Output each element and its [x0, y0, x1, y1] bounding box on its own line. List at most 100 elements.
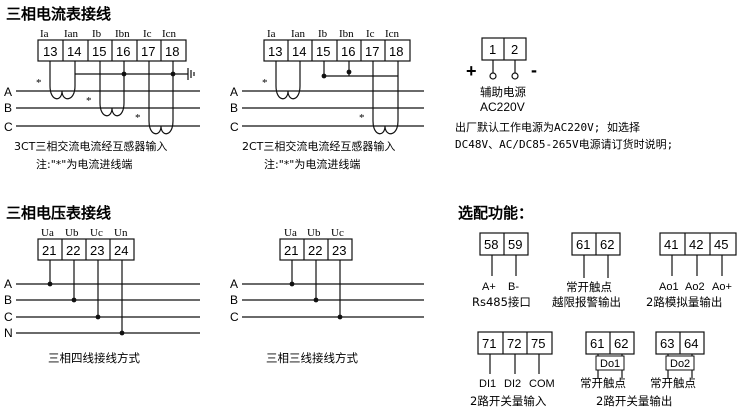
terminal-number: 22 [66, 243, 80, 258]
terminal-number: 2 [511, 42, 518, 57]
star-marker: * [262, 77, 268, 89]
terminal-number: 15 [92, 44, 106, 59]
signal-label: Ua [284, 227, 297, 239]
signal-label: Ian [291, 28, 306, 40]
signal-label: Ic [366, 28, 375, 40]
terminal-number: 1 [489, 42, 496, 57]
terminal-number: 16 [116, 44, 130, 59]
terminal-number: 17 [141, 44, 155, 59]
terminal-number: 45 [714, 237, 728, 252]
aux-power-label: 辅助电源 [480, 85, 526, 99]
terminal-number: 22 [308, 243, 322, 258]
caption-star-note: 注:"*"为电流进线端 [36, 157, 132, 171]
caption-three-wire: 三相三线接线方式 [266, 351, 358, 365]
signal-label: Ian [64, 28, 79, 40]
power-supply: 1 2 + - 辅助电源 AC220V 出厂默认工作电源为AC220V; 如选择… [455, 37, 673, 151]
terminal-number: 15 [316, 44, 330, 59]
pin-label: Ao2 [685, 281, 705, 293]
pin-label: DI2 [504, 378, 521, 390]
signal-label: Ibn [115, 28, 130, 40]
pin-label: A+ [482, 281, 496, 293]
terminal-number: 72 [507, 336, 521, 351]
star-marker: * [359, 112, 365, 124]
terminal-number: 13 [43, 44, 57, 59]
phase-label: A [230, 277, 238, 291]
terminal-number: 71 [482, 336, 496, 351]
phase-label: B [4, 293, 12, 307]
star-marker: * [135, 112, 141, 124]
title-current-wiring: 三相电流表接线 [6, 5, 111, 23]
signal-label: Ic [143, 28, 152, 40]
terminal-number: 21 [42, 243, 56, 258]
terminal-number: 18 [389, 44, 403, 59]
title-voltage-wiring: 三相电压表接线 [6, 204, 111, 222]
signal-label: Ia [267, 28, 276, 40]
option-rs485: 58 59 A+ B- Rs485接口 [472, 232, 531, 309]
phase-label: C [4, 120, 13, 134]
signal-label: Un [114, 227, 128, 239]
terminal-number: 58 [484, 237, 498, 252]
voltage-four-wire-diagram: Ua Ub Uc Un 21 22 23 24 A B C N 三相四线接线方式 [4, 227, 200, 365]
phase-label: B [230, 293, 238, 307]
phase-label: B [230, 101, 238, 115]
terminal-number: 61 [590, 336, 604, 351]
terminal-number: 24 [114, 243, 128, 258]
signal-label: Icn [385, 28, 400, 40]
terminal-number: 61 [576, 237, 590, 252]
aux-power-voltage: AC220V [480, 100, 525, 114]
caption-digital-input: 2路开关量输入 [470, 394, 547, 408]
terminal-number: 42 [689, 237, 703, 252]
pin-label: COM [529, 378, 555, 390]
terminal-number: 62 [614, 336, 628, 351]
terminal-number: 62 [600, 237, 614, 252]
terminal-number: 63 [660, 336, 674, 351]
phase-label: C [230, 120, 239, 134]
terminal-number: 21 [284, 243, 298, 258]
plus-sign: + [466, 61, 477, 81]
terminal-number: 14 [292, 44, 306, 59]
signal-label: Uc [331, 227, 344, 239]
terminal-number: 16 [341, 44, 355, 59]
signal-label: Ia [40, 28, 49, 40]
terminal-number: 17 [365, 44, 379, 59]
signal-label: Ub [307, 227, 321, 239]
terminal-number: 18 [165, 44, 179, 59]
caption-star-note: 注:"*"为电流进线端 [264, 157, 360, 171]
phase-label: B [4, 101, 12, 115]
phase-label: A [4, 85, 12, 99]
terminal-number: 41 [664, 237, 678, 252]
caption-rs485: Rs485接口 [472, 295, 531, 309]
terminal-number: 13 [268, 44, 282, 59]
signal-label: Ub [65, 227, 79, 239]
current-3ct-diagram: Ia Ian Ib Ibn Ic Icn 13 14 15 16 17 18 A… [4, 28, 200, 171]
star-marker: * [36, 77, 42, 89]
caption-four-wire: 三相四线接线方式 [48, 351, 140, 365]
minus-sign: - [531, 60, 537, 80]
alarm-contact-label: 常开触点 [566, 280, 612, 294]
terminal-number: 23 [90, 243, 104, 258]
terminal-number: 75 [531, 336, 545, 351]
pin-label: Ao1 [659, 281, 679, 293]
pin-label: DI1 [479, 378, 496, 390]
relay-contact-label: 常开触点 [650, 376, 696, 390]
signal-label: Ib [318, 28, 328, 40]
terminal-number: 59 [508, 237, 522, 252]
terminal-number: 23 [332, 243, 346, 258]
pin-label: Ao+ [712, 281, 732, 293]
signal-label: Ua [41, 227, 54, 239]
current-2ct-diagram: Ia Ian Ib Ibn Ic Icn 13 14 15 16 17 18 A… [230, 28, 424, 171]
relay-contact-label: 常开触点 [580, 376, 626, 390]
do2-label: Do2 [670, 358, 690, 370]
caption-2ct: 2CT三相交流电流经互感器输入 [242, 139, 395, 153]
terminal-block [659, 232, 737, 256]
signal-label: Uc [90, 227, 103, 239]
phase-label: A [230, 85, 238, 99]
option-digital-input: 71 72 75 DI1 DI2 COM 2路开关量输入 [470, 331, 555, 408]
caption-analog-output: 2路模拟量输出 [646, 295, 722, 309]
signal-label: Ib [92, 28, 102, 40]
terminal-number: 64 [684, 336, 698, 351]
option-alarm: 61 62 常开触点 越限报警输出 [552, 232, 621, 309]
signal-label: Icn [162, 28, 177, 40]
phase-label: A [4, 277, 12, 291]
